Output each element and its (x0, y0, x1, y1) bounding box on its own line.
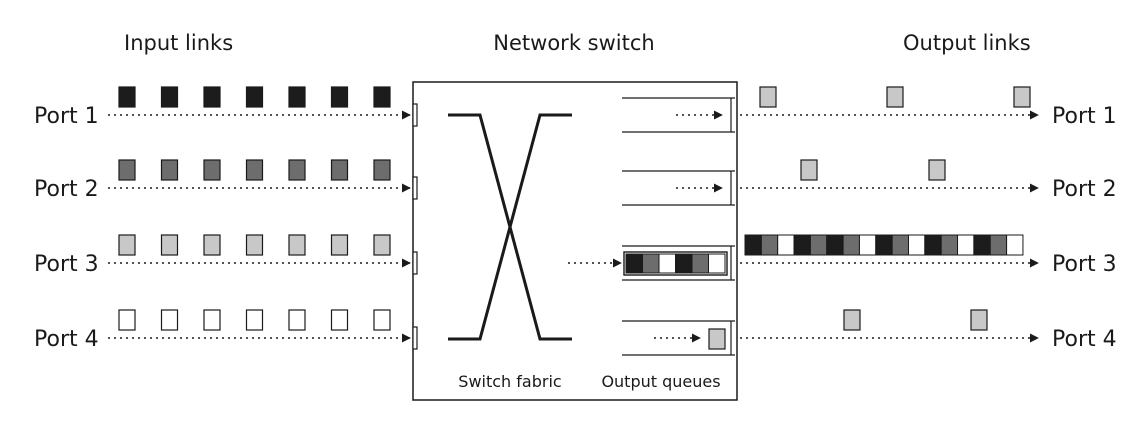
input-packet (330, 234, 349, 256)
dynamic-layer: Port 1 Port 1 Port 2 Port 2 Port 3 Port 3 Port… (34, 86, 1117, 356)
input-packet (373, 234, 391, 256)
input-packet (245, 309, 264, 331)
input-packet (245, 234, 264, 256)
queued-packet (675, 253, 693, 274)
input-packet (330, 86, 349, 108)
queued-packet (625, 253, 643, 274)
input-packet (373, 159, 391, 181)
output-packet (1013, 86, 1031, 108)
input-packet (160, 309, 179, 331)
input-packet (330, 309, 349, 331)
output-port-label: Port 2 (1052, 177, 1117, 202)
input-packet (160, 86, 179, 108)
output-packet (826, 234, 844, 256)
input-packet (160, 234, 179, 256)
input-packet (373, 309, 391, 331)
input-packet (203, 159, 221, 181)
input-packet (288, 234, 306, 256)
fabric-line-2 (448, 113, 572, 341)
input-port-label: Port 4 (34, 327, 99, 352)
queued-packet (691, 253, 709, 274)
output-packet (759, 86, 777, 108)
output-queues-label: Output queues (601, 372, 720, 391)
output-packet (760, 234, 779, 256)
input-port-tab (412, 176, 418, 200)
input-packet (118, 309, 136, 331)
output-packet (744, 234, 762, 256)
output-packet (908, 234, 926, 256)
queued-packet (708, 328, 726, 350)
input-packet (288, 86, 306, 108)
input-packet (203, 86, 221, 108)
input-packet (373, 86, 391, 108)
output-packet (809, 234, 828, 256)
input-port-label: Port 3 (34, 252, 99, 277)
switch-box (412, 81, 738, 401)
output-packet (924, 234, 942, 256)
output-packet (858, 234, 877, 256)
output-packet (886, 86, 904, 108)
input-packet (245, 86, 264, 108)
network-switch-heading: Network switch (493, 31, 654, 55)
input-port-label: Port 2 (34, 177, 99, 202)
queue-frame (623, 251, 728, 276)
input-links-heading: Input links (124, 31, 233, 55)
input-port-tab (412, 103, 418, 127)
input-packet (288, 309, 306, 331)
input-packet (203, 234, 221, 256)
input-port-tab (412, 326, 418, 350)
input-packet (288, 159, 306, 181)
output-packet (957, 234, 975, 256)
input-packet (245, 159, 264, 181)
output-packet (940, 234, 959, 256)
output-packet (973, 234, 991, 256)
output-packet (1006, 234, 1024, 256)
input-packet (118, 159, 136, 181)
output-packet (928, 159, 946, 181)
output-packet (777, 234, 795, 256)
output-packet (800, 159, 818, 181)
output-links-heading: Output links (903, 31, 1031, 55)
input-packet (160, 159, 179, 181)
output-packet (989, 234, 1008, 256)
output-packet (891, 234, 910, 256)
queued-packet (642, 253, 660, 274)
output-port-label: Port 4 (1052, 327, 1117, 352)
input-packet (118, 86, 136, 108)
input-packet (118, 234, 136, 256)
output-port-label: Port 3 (1052, 252, 1117, 277)
output-packet (875, 234, 893, 256)
output-packet (843, 309, 861, 331)
output-packet (793, 234, 811, 256)
queued-packet (658, 253, 676, 274)
input-port-label: Port 1 (34, 104, 99, 129)
input-packet (330, 159, 349, 181)
output-packet (842, 234, 860, 256)
queued-packet (708, 253, 726, 274)
input-packet (203, 309, 221, 331)
output-port-label: Port 1 (1052, 104, 1117, 129)
switch-fabric-label: Switch fabric (458, 372, 561, 391)
output-packet (970, 309, 988, 331)
input-port-tab (412, 251, 418, 275)
